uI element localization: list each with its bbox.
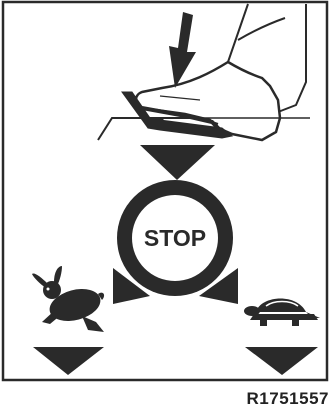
figure-code: R1751557: [247, 389, 329, 409]
turtle-icon: [244, 298, 320, 326]
down-triangle-right: [245, 347, 318, 375]
down-triangle-left: [33, 347, 104, 375]
stop-sign-label: STOP: [144, 225, 206, 251]
down-arrow-icon: [169, 12, 196, 88]
down-triangle-top: [140, 145, 215, 180]
rabbit-icon: [32, 266, 104, 332]
stop-sign-icon: STOP: [117, 180, 233, 296]
